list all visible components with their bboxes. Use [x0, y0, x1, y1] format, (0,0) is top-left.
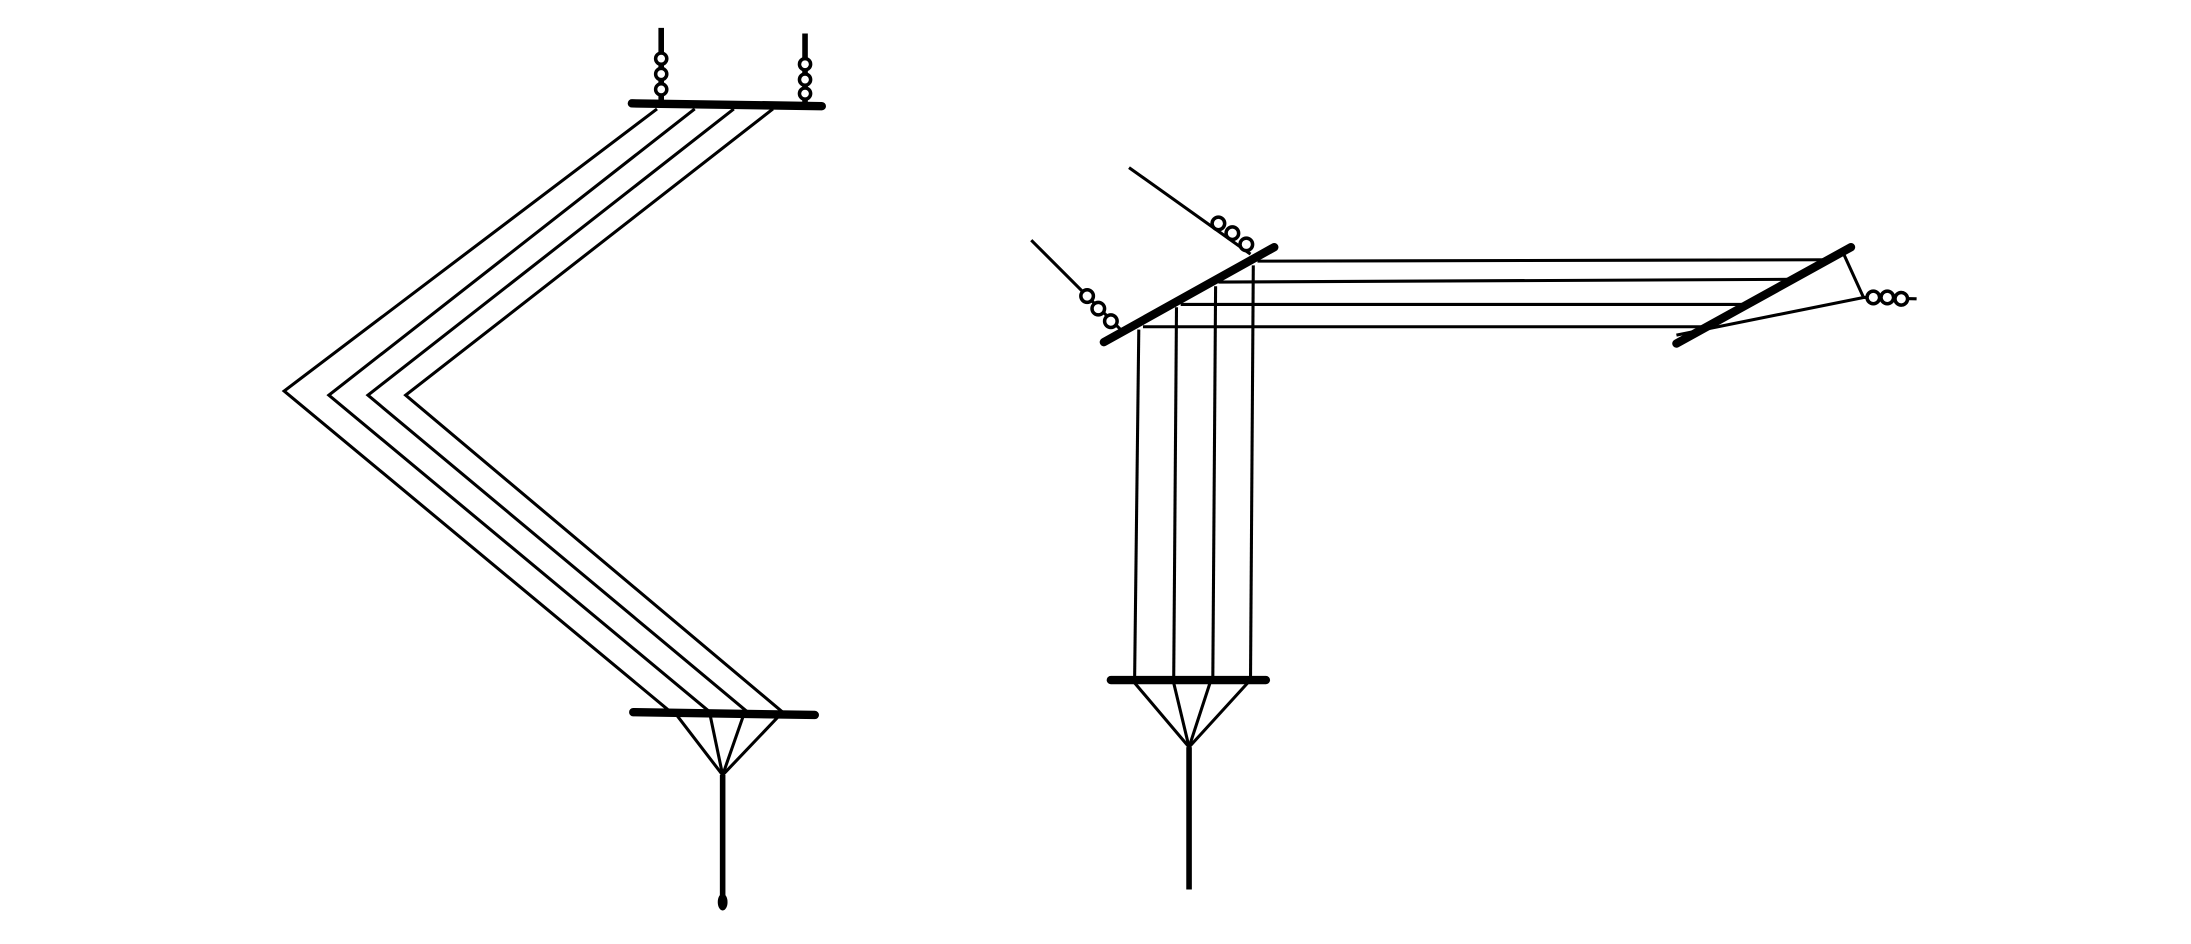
- v-shaped-antenna: [281, 27, 826, 911]
- top-insulator-right: [797, 33, 813, 104]
- top-insulator-left: [653, 27, 669, 101]
- lead-in: [1133, 681, 1249, 890]
- horizontal-wire: [1257, 258, 1831, 263]
- antenna-wire: [326, 107, 712, 714]
- l-shaped-antenna: [1030, 166, 1917, 890]
- lead-in: [675, 713, 782, 911]
- far-spreader: [1672, 242, 1856, 348]
- antenna-wire: [403, 107, 784, 714]
- horizontal-wire: [1218, 277, 1796, 284]
- vertical-wire: [1172, 307, 1179, 681]
- insulator-far: [1676, 247, 1917, 337]
- vertical-wire: [1211, 286, 1218, 681]
- bottom-spreader: [629, 708, 820, 720]
- vertical-wire: [1133, 329, 1141, 681]
- insulator-lower: [1030, 239, 1122, 331]
- slanted-spreader: [1099, 242, 1279, 347]
- vertical-wire: [1248, 265, 1255, 681]
- antenna-wire: [281, 107, 672, 714]
- insulator-upper: [1128, 166, 1255, 256]
- antenna-wire: [365, 107, 749, 714]
- top-spreader: [627, 99, 826, 111]
